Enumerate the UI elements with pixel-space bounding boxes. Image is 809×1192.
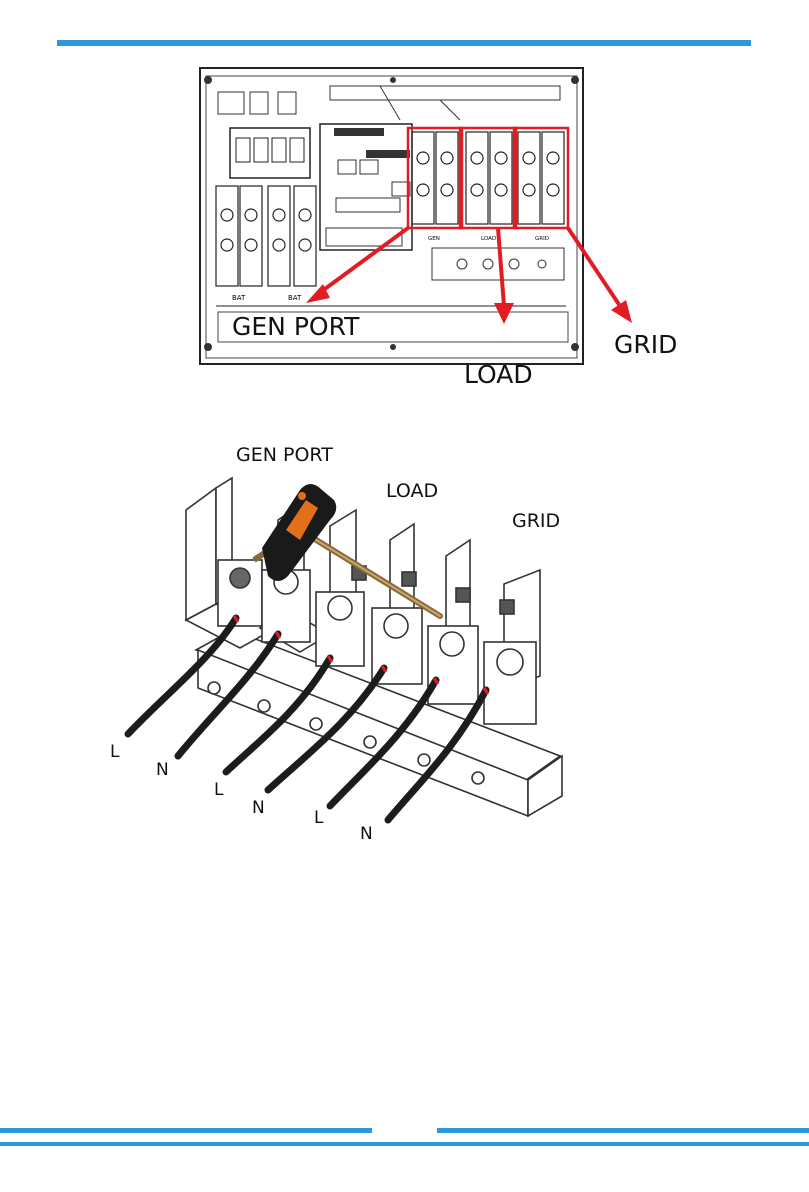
wire-label-4: N xyxy=(252,798,265,818)
fig2-load-label: LOAD xyxy=(386,480,438,502)
wire-label-3: L xyxy=(214,780,223,800)
fig2-grid-label: GRID xyxy=(512,510,560,532)
wire-label-1: L xyxy=(110,742,119,762)
terminal-6 xyxy=(484,570,540,724)
wire-label-2: N xyxy=(156,760,169,780)
fig2-gen-port-label: GEN PORT xyxy=(236,444,333,466)
wire-label-6: N xyxy=(360,824,373,844)
wire-label-5: L xyxy=(314,808,323,828)
terminal-4 xyxy=(372,524,422,684)
terminal-3 xyxy=(316,510,364,666)
